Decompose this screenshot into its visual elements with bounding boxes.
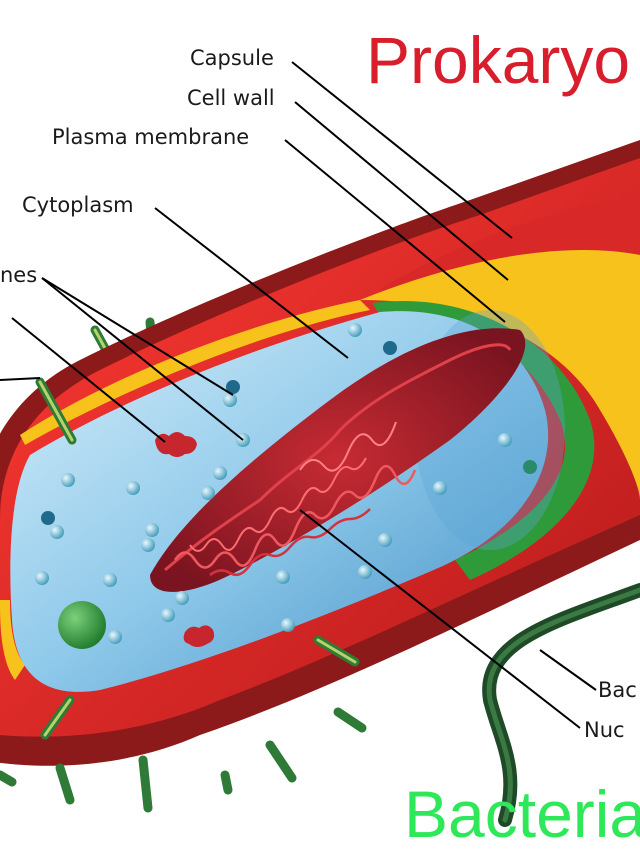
title-prokaryote: Prokaryo [366,23,631,97]
label-ribosomes: nes [0,263,38,287]
label-plasma-membrane: Plasma membrane [52,125,250,149]
label-capsule: Capsule [190,46,274,70]
cell-wall [360,250,640,500]
label-nucleoid: Nuc [584,718,625,742]
plasmid [58,601,106,649]
leader-lines [0,61,597,729]
label-cell-wall: Cell wall [187,86,275,110]
nucleoid [150,328,526,592]
ribosomes [35,323,537,644]
label-flagellum: Bac [598,678,637,702]
inclusion [155,432,215,647]
plasma-membrane [372,300,595,580]
title-bacteria: Bacteria [404,777,640,851]
label-cytoplasm: Cytoplasm [22,193,134,217]
